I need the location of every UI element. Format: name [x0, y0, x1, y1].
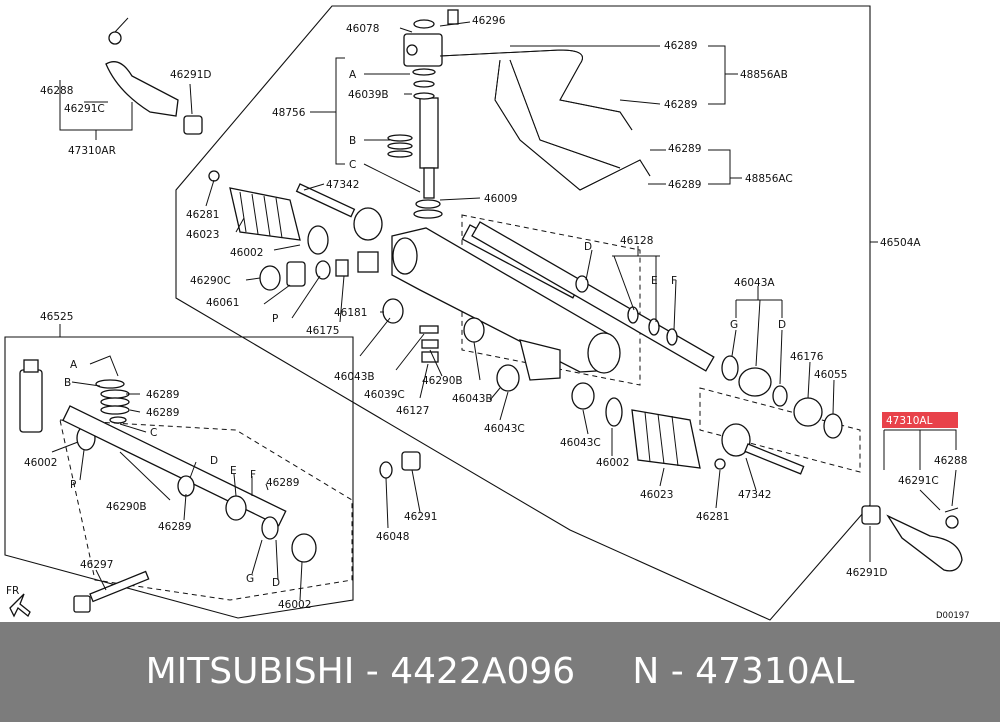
label-D: D: [584, 241, 592, 253]
label-46043B: 46043B: [334, 371, 375, 383]
label-E: E: [230, 465, 237, 477]
label-46181: 46181: [334, 307, 367, 319]
label-B: B: [64, 377, 71, 389]
label-46078: 46078: [346, 23, 379, 35]
label-46290B: 46290B: [422, 375, 463, 387]
leader-lines: [51, 21, 957, 601]
pressure-lines: [439, 49, 651, 191]
label-46043C: 46043C: [484, 423, 525, 435]
label-fr: FR: [6, 585, 19, 597]
label-46291: 46291: [404, 511, 437, 523]
label-46039C: 46039C: [364, 389, 405, 401]
label-46128: 46128: [620, 235, 653, 247]
label-48856AC: 48856AC: [745, 173, 793, 185]
label-46291C: 46291C: [898, 475, 939, 487]
label-46289: 46289: [668, 143, 701, 155]
diagram-code: D00197: [936, 611, 970, 621]
right-seals: [721, 355, 843, 439]
label-46297: 46297: [80, 559, 113, 571]
label-47310AL: 47310AL: [886, 415, 933, 427]
front-direction-arrow: [9, 593, 31, 618]
label-46289: 46289: [664, 99, 697, 111]
label-46175: 46175: [306, 325, 339, 337]
label-46296: 46296: [472, 15, 506, 27]
label-46002: 46002: [278, 599, 311, 611]
label-46055: 46055: [814, 369, 847, 381]
label-46127: 46127: [396, 405, 429, 417]
label-46023: 46023: [640, 489, 673, 501]
steering-rack-exploded-diagram: 46078 46296 46289 48856AB 46289 A 46039B…: [4, 5, 970, 621]
label-46290C: 46290C: [190, 275, 231, 287]
highlight-box: [882, 412, 958, 428]
label-F: F: [250, 469, 256, 481]
label-46504A: 46504A: [880, 237, 921, 249]
label-D: D: [210, 455, 218, 467]
label-46023: 46023: [186, 229, 219, 241]
label-46176: 46176: [790, 351, 824, 363]
label-46291D: 46291D: [170, 69, 212, 81]
label-46061: 46061: [206, 297, 239, 309]
label-A: A: [70, 359, 78, 371]
left-boot-group: [208, 170, 404, 324]
footer-part-text: MITSUBISHI - 4422A096 N - 47310AL: [145, 651, 855, 692]
label-D: D: [778, 319, 786, 331]
label-D: D: [272, 577, 280, 589]
label-P: P: [70, 479, 76, 491]
label-46289: 46289: [266, 477, 299, 489]
label-G: G: [730, 319, 738, 331]
label-46289: 46289: [146, 389, 179, 401]
label-48856AB: 48856AB: [740, 69, 788, 81]
label-A: A: [349, 69, 357, 81]
part-labels: 46078 46296 46289 48856AB 46289 A 46039B…: [6, 15, 970, 621]
label-B: B: [349, 135, 356, 147]
label-46039B: 46039B: [348, 89, 389, 101]
label-46289: 46289: [146, 407, 179, 419]
label-46281: 46281: [696, 511, 729, 523]
label-P: P: [272, 313, 278, 325]
label-C: C: [150, 427, 157, 439]
label-46281: 46281: [186, 209, 219, 221]
label-46002: 46002: [24, 457, 57, 469]
label-46288: 46288: [40, 85, 73, 97]
label-46043C: 46043C: [560, 437, 601, 449]
footer-banner: MITSUBISHI - 4422A096 N - 47310AL: [0, 622, 1000, 722]
valve-body: [387, 9, 459, 219]
label-46290B: 46290B: [106, 501, 147, 513]
label-E: E: [651, 275, 658, 287]
center-small-parts: [419, 317, 623, 427]
right-tie-rod-end: [861, 505, 963, 572]
label-46002: 46002: [230, 247, 263, 259]
label-46043A: 46043A: [734, 277, 775, 289]
label-46288: 46288: [934, 455, 967, 467]
label-48756: 48756: [272, 107, 306, 119]
left-tie-rod-end: [105, 17, 203, 135]
label-47342: 47342: [738, 489, 771, 501]
label-46289: 46289: [664, 40, 697, 52]
label-46002: 46002: [596, 457, 629, 469]
label-46289: 46289: [668, 179, 701, 191]
right-boot-group: [631, 409, 805, 475]
label-G: G: [246, 573, 254, 585]
main-assembly-frame: [175, 5, 871, 621]
label-F: F: [671, 275, 677, 287]
label-46048: 46048: [376, 531, 409, 543]
label-46291D: 46291D: [846, 567, 888, 579]
label-46043B: 46043B: [452, 393, 493, 405]
label-47310AR: 47310AR: [68, 145, 116, 157]
kit-parts: [19, 359, 421, 613]
label-46009: 46009: [484, 193, 517, 205]
kit-dashed-region: [59, 419, 353, 601]
kit-frame: [4, 336, 354, 619]
label-47342: 47342: [326, 179, 359, 191]
label-46291C: 46291C: [64, 103, 105, 115]
label-46289: 46289: [158, 521, 191, 533]
label-C: C: [349, 159, 356, 171]
label-46525: 46525: [40, 311, 73, 323]
